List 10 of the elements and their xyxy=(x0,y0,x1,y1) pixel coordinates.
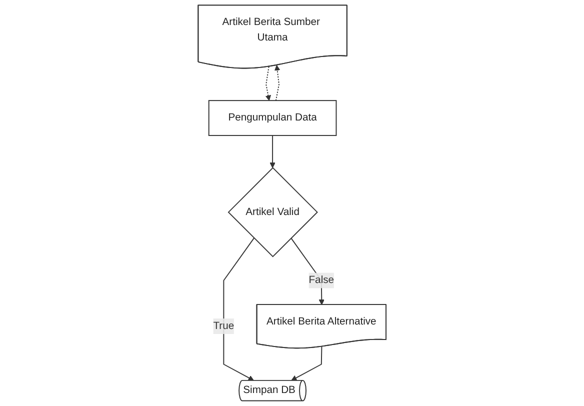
edge-label: False xyxy=(308,274,334,286)
node-box: Pengumpulan Data xyxy=(208,100,337,136)
arrow xyxy=(291,346,322,381)
arrow xyxy=(223,238,254,381)
node-text: Simpan DB xyxy=(243,384,296,396)
arrow xyxy=(265,66,271,101)
arrow xyxy=(274,65,280,102)
edge-label: True xyxy=(213,320,234,332)
arrow xyxy=(270,135,276,168)
node-diamond: Artikel Valid xyxy=(228,167,318,258)
